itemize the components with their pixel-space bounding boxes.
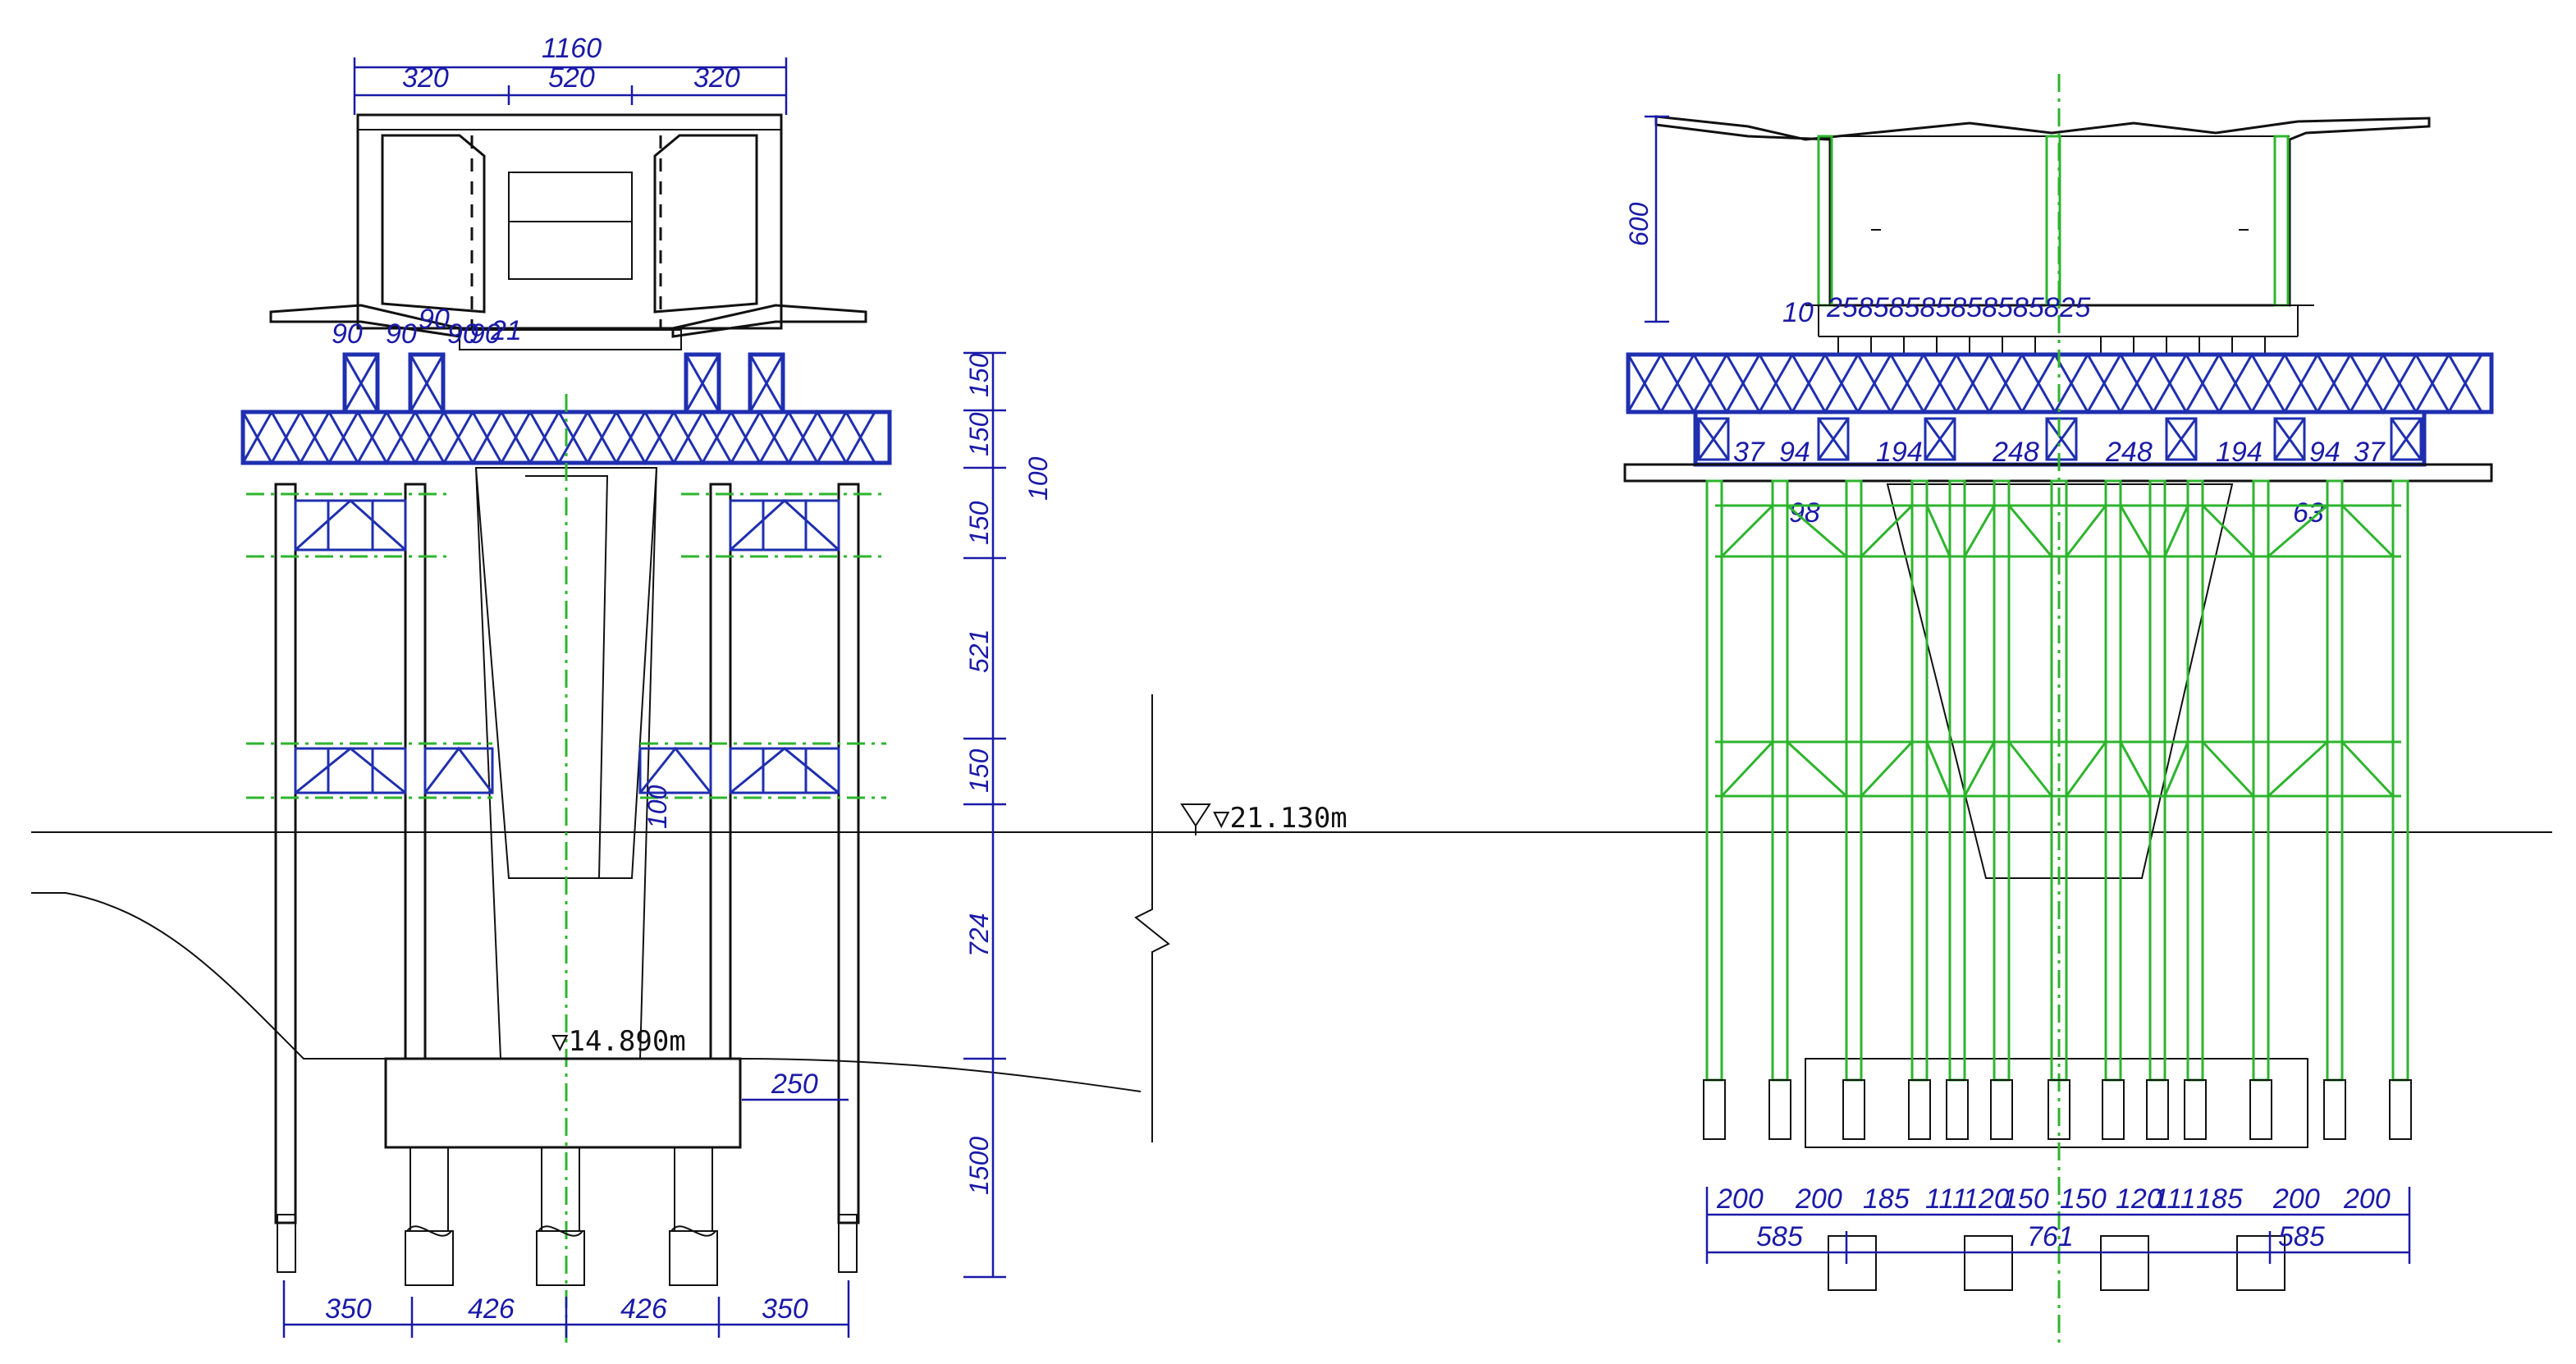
svg-text:90: 90 (447, 318, 478, 350)
svg-text:724: 724 (964, 913, 994, 957)
svg-text:37: 37 (1733, 437, 1765, 468)
left-small-labels: 90 90 90 90 90 21 (332, 304, 522, 350)
svg-text:▽14.890m: ▽14.890m (551, 1025, 686, 1058)
right-tapered-pier (1886, 483, 2234, 879)
right-dim-98: 98 (1789, 497, 1820, 529)
svg-text:90: 90 (386, 318, 417, 350)
water-level-marker: ▽21.130m (1180, 802, 1347, 835)
dim-left-width: 320 (402, 62, 449, 94)
right-lower-beam: 37 94 194 248 248 194 94 37 (1693, 410, 2427, 468)
left-elevation-view: 1160 320 520 320 90 90 90 90 90 (31, 33, 1170, 1346)
svg-text:426: 426 (620, 1293, 667, 1325)
left-box-girder (269, 113, 867, 350)
right-green-bracing (1715, 504, 2401, 798)
left-bracing-frames (294, 498, 840, 794)
level-marker-bottom: ▽14.890m (551, 1025, 686, 1058)
svg-text:90: 90 (332, 318, 363, 350)
svg-text:185: 185 (1863, 1183, 1910, 1215)
svg-text:521: 521 (964, 629, 994, 673)
svg-text:150: 150 (964, 412, 994, 456)
svg-text:200: 200 (2343, 1183, 2391, 1215)
svg-text:111: 111 (1925, 1183, 1968, 1215)
dim-right-width: 320 (693, 62, 740, 94)
svg-text:21: 21 (490, 315, 522, 346)
svg-text:600: 600 (1624, 202, 1654, 246)
svg-text:248: 248 (2105, 437, 2153, 468)
right-posts (1703, 74, 2412, 1346)
dim-100: 100 (1023, 456, 1053, 501)
left-dim-250: 250 (742, 1069, 849, 1101)
svg-text:248: 248 (1992, 437, 2039, 468)
right-piles (1828, 1235, 2285, 1291)
svg-text:150: 150 (2060, 1183, 2107, 1215)
svg-text:200: 200 (2272, 1183, 2320, 1215)
right-small-row: 25858585858585825 (1826, 292, 2091, 323)
right-hangers (1837, 336, 2266, 355)
left-wing-supports (342, 352, 785, 414)
svg-text:150: 150 (964, 501, 994, 545)
svg-text:426: 426 (468, 1293, 515, 1325)
svg-text:1500: 1500 (964, 1137, 994, 1195)
svg-text:194: 194 (2216, 437, 2263, 468)
svg-text:150: 150 (964, 353, 994, 397)
right-dim-600: 600 (1624, 115, 1669, 323)
svg-text:94: 94 (2309, 437, 2340, 468)
svg-text:761: 761 (2027, 1221, 2074, 1252)
break-line (1134, 694, 1170, 1142)
svg-text:94: 94 (1779, 437, 1810, 468)
dim-total-width: 1160 (542, 33, 602, 64)
dim-mid-width: 520 (548, 62, 595, 94)
svg-text:150: 150 (964, 748, 994, 793)
svg-text:37: 37 (2354, 437, 2386, 468)
svg-text:120: 120 (2116, 1183, 2162, 1215)
svg-text:90: 90 (469, 318, 501, 350)
svg-text:185: 185 (2196, 1183, 2243, 1215)
right-pile-cap (1805, 1058, 2308, 1148)
svg-text:90: 90 (419, 304, 450, 335)
svg-text:111: 111 (2153, 1183, 2196, 1215)
left-bottom-dimensions: 350 426 426 350 (282, 1280, 850, 1338)
left-top-dimensions: 1160 320 520 320 (353, 33, 788, 115)
left-piles (277, 1147, 858, 1286)
svg-text:120: 120 (1963, 1183, 2010, 1215)
left-green-bracing (246, 394, 886, 1346)
svg-text:200: 200 (1795, 1183, 1842, 1215)
svg-text:585: 585 (1756, 1221, 1803, 1252)
right-small-10: 10 (1782, 297, 1814, 328)
svg-text:194: 194 (1876, 437, 1923, 468)
svg-text:150: 150 (2002, 1183, 2049, 1215)
left-pile-cap (384, 1057, 742, 1149)
svg-text:350: 350 (325, 1293, 372, 1325)
svg-text:200: 200 (1716, 1183, 1764, 1215)
svg-text:250: 250 (771, 1069, 818, 1100)
svg-text:350: 350 (762, 1293, 808, 1325)
water-level-label: ▽21.130m (1213, 802, 1347, 835)
svg-text:585: 585 (2278, 1221, 2325, 1252)
right-elevation-view: 600 10 25858585858585825 (1623, 74, 2494, 1346)
right-bottom-dimensions: 200 200 185 111 120 150 150 120 111 185 … (1705, 1183, 2411, 1264)
dim-100-inner: 100 (643, 785, 672, 829)
left-vertical-dimensions: 150 150 150 521 150 724 1500 100 (963, 351, 1053, 1279)
